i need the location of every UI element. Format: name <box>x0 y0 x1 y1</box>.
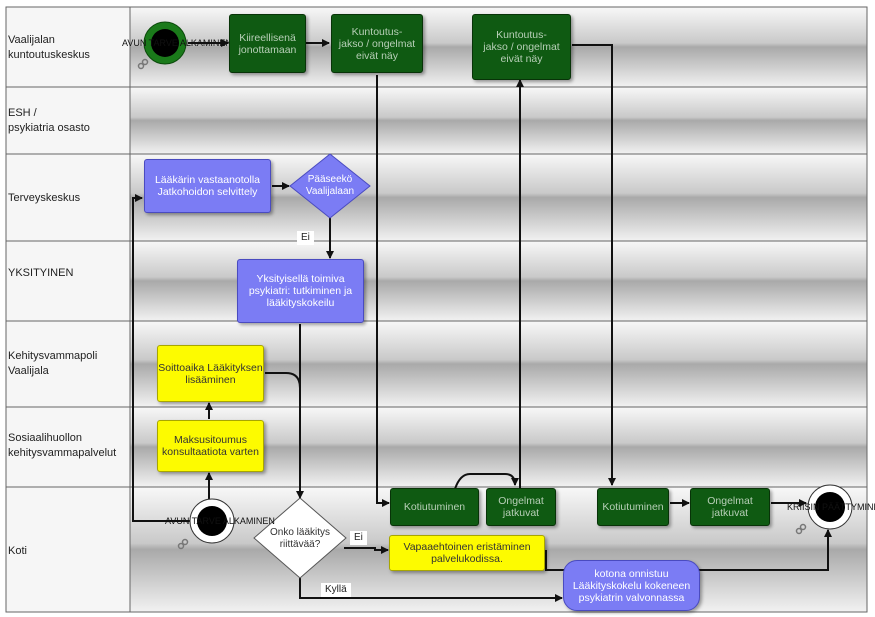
link-icon <box>137 58 149 70</box>
task-ongelmat-jatkuvat-2[interactable]: Ongelmat jatkuvat <box>690 488 770 526</box>
task-ongelmat-jatkuvat-1[interactable]: Ongelmat jatkuvat <box>486 488 556 526</box>
task-kotiutuminen-1[interactable]: Kotiutuminen <box>390 488 479 526</box>
lane-label-kehitysvammapoli: Kehitysvammapoli Vaalijala <box>8 350 98 377</box>
start-event-bottom[interactable] <box>177 498 235 550</box>
lane-header-column <box>6 7 130 612</box>
flow-soittoaika-to-onko <box>265 372 301 389</box>
edge-label-ei-2: Ei <box>350 531 367 545</box>
task-laakarin-vastaanotto[interactable]: Lääkärin vastaanotolla Jatkohoidon selvi… <box>144 159 271 213</box>
edge-label-kylla: Kyllä <box>321 583 351 597</box>
lane-label-yksityinen: YKSITYINEN <box>8 267 74 279</box>
lane-label-esh: ESH / psykiatria osasto <box>8 107 90 134</box>
flow-start2-to-laakari <box>132 194 200 522</box>
task-kuntoutus-1[interactable]: Kuntoutus- jakso / ongelmat eivät näy <box>331 14 423 73</box>
task-kiireellisena[interactable]: Kiireellisenä jonottamaan <box>229 14 306 73</box>
gateway-paaseeko[interactable] <box>289 153 371 219</box>
connectors <box>132 39 832 602</box>
task-kuntoutus-2[interactable]: Kuntoutus- jakso / ongelmat eivät näy <box>472 14 571 80</box>
task-kotona-onnistuu[interactable]: kotona onnistuu Lääkityskokelu kokeneen … <box>563 560 700 611</box>
flow-kuntoutus2-to-kotiutuminen2 <box>572 44 616 486</box>
flow-kuntoutus-to-kotiutuminen <box>376 75 390 507</box>
lane-label-terveyskeskus: Terveyskeskus <box>8 192 81 204</box>
task-kotiutuminen-2[interactable]: Kotiutuminen <box>597 488 669 526</box>
lane-label-vaalijala: Vaalijalan kuntoutuskeskus <box>8 34 90 61</box>
flow-onko-kylla-to-kotona <box>299 578 563 602</box>
start-event-top[interactable] <box>137 21 187 70</box>
gateway-onko[interactable] <box>253 497 347 579</box>
link-icon <box>795 523 807 535</box>
task-soittoaika[interactable]: Soittoaika Lääkityksen lisääminen <box>157 345 264 402</box>
task-maksusitoumus[interactable]: Maksusitoumus konsultaatiota varten <box>157 420 264 472</box>
flow-onko-ei-to-vapaaehtoinen <box>344 546 389 554</box>
flow-kotiutuminen-to-ongelmat <box>454 473 519 490</box>
task-vapaaehtoinen-eristaminen[interactable]: Vapaaehtoinen eristäminen palvelukodissa… <box>389 535 545 571</box>
lane-band <box>130 87 867 154</box>
link-icon <box>177 538 189 550</box>
end-event[interactable] <box>795 484 853 535</box>
lane-label-sosiaalihuolto: Sosiaalihuollon kehitysvammapalvelut <box>8 432 117 459</box>
edge-label-ei-1: Ei <box>297 231 314 245</box>
task-yksityinen-psykiatri[interactable]: Yksityisellä toimiva psykiatri: tutkimin… <box>237 259 364 323</box>
lane-label-koti: Koti <box>8 545 27 557</box>
